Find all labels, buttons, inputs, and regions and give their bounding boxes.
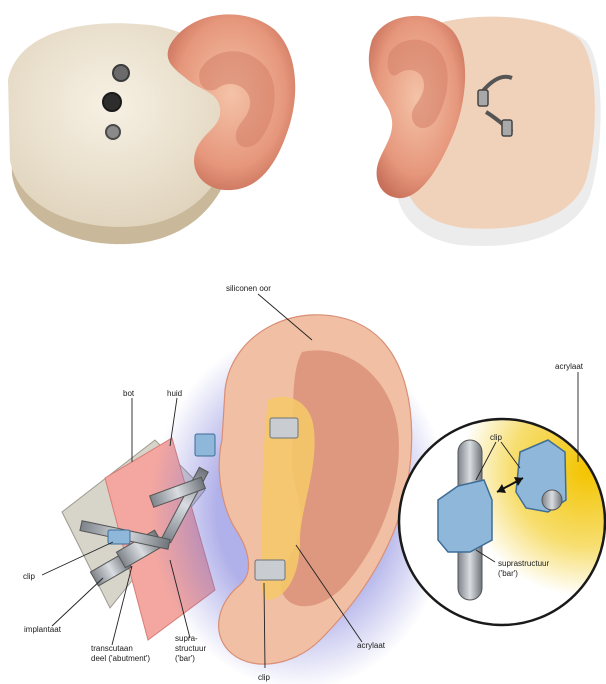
label-implant: implantaat — [24, 625, 62, 634]
photo-prosthesis-base — [8, 14, 295, 244]
label-clip-bottom: clip — [258, 673, 271, 682]
label-clip-inset: clip — [490, 433, 503, 442]
blue-clip — [108, 530, 130, 544]
label-abutment-2: deel ('abutment') — [91, 654, 150, 663]
label-acrylic-main: acrylaat — [357, 641, 386, 650]
photo-prosthesis-clips — [369, 16, 601, 246]
label-acrylic-inset: acrylaat — [555, 362, 584, 371]
label-bar-3: ('bar') — [175, 654, 195, 663]
label-clip-left: clip — [23, 572, 36, 581]
inset-detail — [398, 418, 606, 628]
label-bar-2: structuur — [175, 644, 206, 653]
blue-clip — [195, 434, 215, 456]
label-bar-1: supra- — [175, 634, 198, 643]
ear-clip — [255, 560, 285, 580]
magnet-icon — [113, 65, 129, 81]
label-skin: huid — [167, 389, 182, 398]
main-diagram — [62, 315, 450, 684]
ear-clip — [270, 418, 298, 438]
label-silicone-ear: siliconen oor — [226, 284, 271, 293]
label-abutment-1: transcutaan — [91, 644, 133, 653]
magnet-icon — [106, 125, 120, 139]
label-bone: bot — [123, 389, 135, 398]
magnet-icon — [103, 93, 121, 111]
label-inset-bar-1: suprastructuur — [498, 559, 549, 568]
label-inset-bar-2: ('bar') — [498, 569, 518, 578]
